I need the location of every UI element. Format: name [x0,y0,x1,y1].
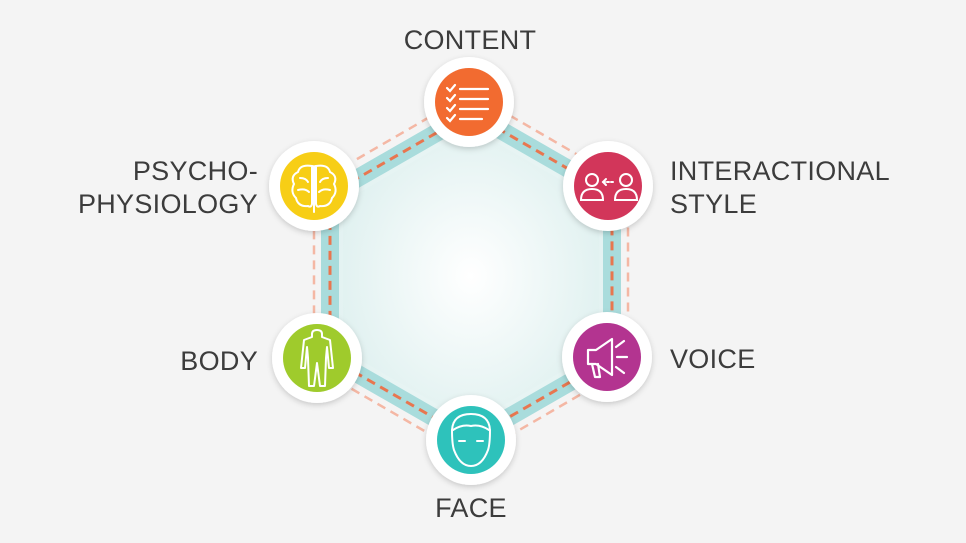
label-interactional-style-line-2: STYLE [670,189,758,219]
label-body-line-1: BODY [180,346,258,376]
body-suit-icon [300,329,334,387]
label-interactional-style: INTERACTIONAL STYLE [670,155,890,221]
label-face-line-1: FACE [435,493,507,523]
node-face [426,395,516,485]
face-icon [451,412,491,468]
label-content: CONTENT [385,24,555,57]
hexagon-center [343,128,599,424]
brain-icon [291,164,337,213]
label-psycho-physiology: PSYCHO- PHYSIOLOGY [60,155,258,221]
megaphone-icon [586,337,629,379]
label-psycho-physiology-line-2: PHYSIOLOGY [77,189,258,219]
label-voice: VOICE [670,343,756,376]
node-psycho-physiology [269,141,359,231]
node-interactional-style [563,141,653,231]
node-body [272,313,362,403]
checklist-icon [445,83,490,123]
node-voice [562,312,652,402]
conversation-icon [579,173,639,201]
label-voice-line-1: VOICE [670,344,756,374]
label-body: BODY [90,345,258,378]
label-content-line-1: CONTENT [403,25,537,55]
node-content [424,57,514,147]
label-face: FACE [386,492,556,525]
label-psycho-physiology-line-1: PSYCHO- [132,156,258,186]
label-interactional-style-line-1: INTERACTIONAL [670,156,890,186]
